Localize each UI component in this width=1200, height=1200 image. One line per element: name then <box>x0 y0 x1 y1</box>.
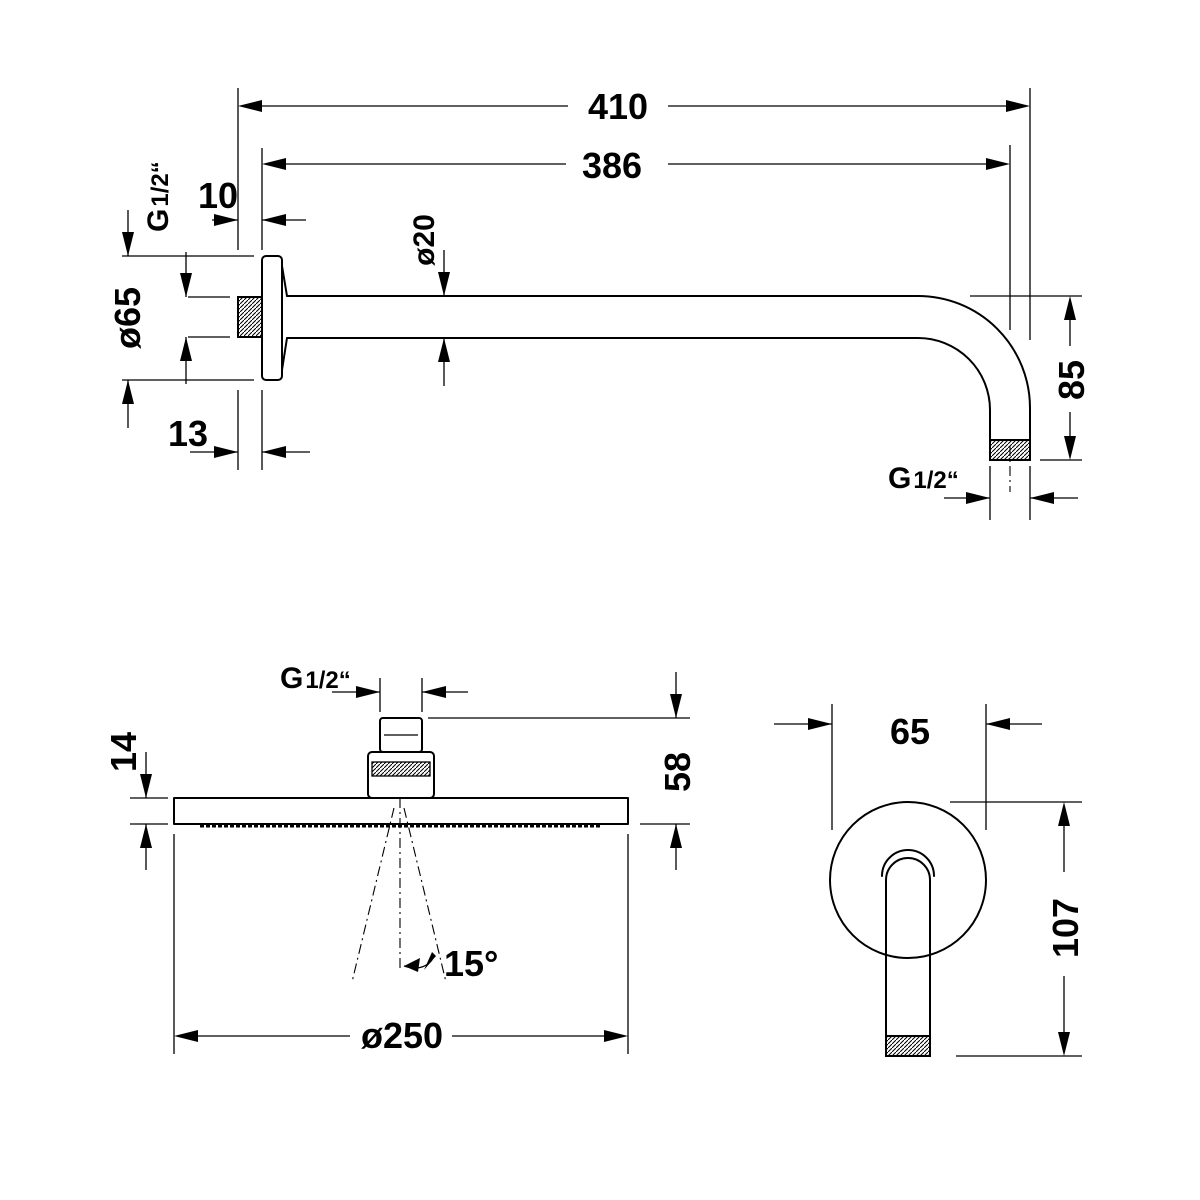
spray-line-right <box>403 807 447 983</box>
front-outlet-thread <box>885 1035 931 1057</box>
dim-outlet-thread: G1/2“ <box>888 462 959 495</box>
dim-length-arm: 386 <box>582 145 642 186</box>
dim-head-diameter: ø250 <box>361 1015 443 1056</box>
dim-head-thread: G1/2“ <box>280 662 351 695</box>
flange-cone <box>281 265 288 371</box>
shower-arm-pipe <box>286 295 1031 441</box>
dim-length-overall: 410 <box>588 86 648 127</box>
inlet-thread <box>237 296 263 338</box>
dim-front-height: 107 <box>1045 898 1086 958</box>
dim-spray-angle: 15° <box>444 943 498 984</box>
dim-rosette-width: 65 <box>890 711 930 752</box>
dim-flange-diameter: ø65 <box>107 287 148 349</box>
dim-head-height: 58 <box>657 752 698 792</box>
dim-inlet-thread: G1/2“ <box>142 161 175 232</box>
head-view: 15° G1/2“ 14 58 ø250 <box>103 662 698 1056</box>
wall-rosette <box>829 801 987 959</box>
spray-line-left <box>351 807 395 983</box>
dim-drop-height: 85 <box>1051 360 1092 400</box>
front-arm-pipe <box>885 857 931 1037</box>
front-view: 65 107 <box>774 704 1086 1057</box>
side-view: 410 386 10 13 G1/2“ <box>107 86 1092 520</box>
wall-flange <box>261 255 283 381</box>
dim-flange-thickness: 13 <box>168 413 208 454</box>
front-arm-pipe-inner <box>881 849 935 877</box>
dim-flange-depth: 10 <box>198 175 238 216</box>
shower-head-plate <box>173 797 629 825</box>
shower-arm-pipe-inner <box>286 337 991 441</box>
dim-plate-thickness: 14 <box>103 732 144 772</box>
ball-joint-ring <box>371 761 431 777</box>
dim-pipe-diameter: ø20 <box>408 214 441 266</box>
